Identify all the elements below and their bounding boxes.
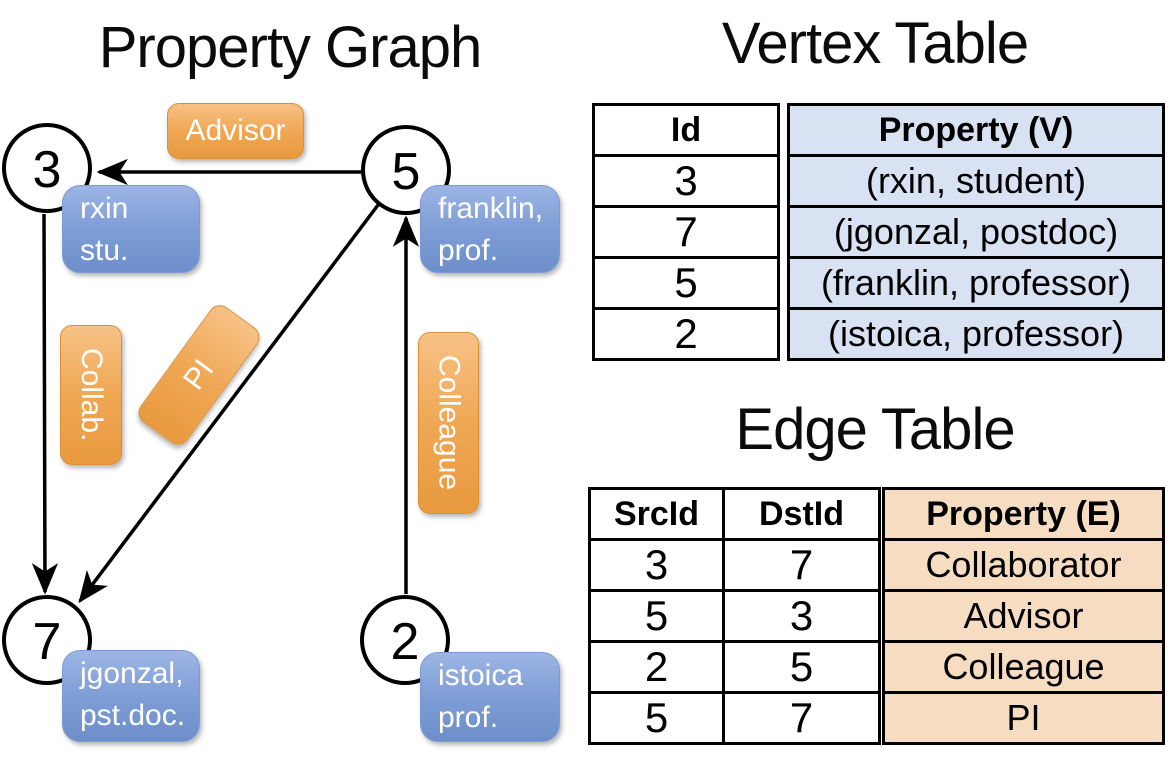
vertex-id-2: 2	[391, 613, 420, 671]
table-row: (istoica, professor)	[787, 307, 1165, 361]
vertex-property-line: stu.	[80, 234, 129, 267]
vertex-table-id-column: Id 3 7 5 2	[592, 103, 780, 361]
table-row: 5	[592, 256, 780, 310]
edge-table-header-srcid: SrcId	[588, 487, 725, 541]
vertex-property-line: jgonzal,	[80, 657, 184, 690]
vertex-table-header-property: Property (V)	[787, 103, 1165, 157]
vertex-id-cell: 7	[592, 205, 780, 259]
edge-srcid-cell: 5	[588, 589, 725, 643]
vertex-property-line: franklin,	[438, 192, 544, 225]
vertex-table-title: Vertex Table	[721, 11, 1029, 76]
vertex-property-cell: (franklin, professor)	[787, 256, 1165, 310]
edge-dstid-cell: 5	[722, 640, 881, 694]
edge-srcid-cell: 5	[588, 691, 725, 745]
property-graph-panel: 3 5 7 2 Advisor Collab. PI Colleague rxi…	[0, 0, 580, 760]
edge-property-cell: Advisor	[882, 589, 1165, 643]
vertex-id-cell: 3	[592, 154, 780, 208]
edge-label-pi-text: PI	[176, 353, 221, 396]
edge-table-title: Edge Table	[735, 397, 1015, 462]
vertex-table-header-id: Id	[592, 103, 780, 157]
table-row: Advisor	[882, 589, 1165, 643]
vertex-id-cell: 5	[592, 256, 780, 310]
edge-table-id-columns: SrcId DstId 3 7 5 3 2 5 5 7	[588, 487, 881, 745]
vertex-property-line: rxin	[80, 192, 129, 225]
table-row: PI	[882, 691, 1165, 745]
table-row: 3	[592, 154, 780, 208]
vertex-property-box-3: rxin stu.	[62, 185, 200, 273]
edge-3-to-7-arrow	[31, 213, 59, 595]
vertex-property-line: prof.	[438, 234, 499, 267]
table-row: Colleague	[882, 640, 1165, 694]
table-row: Collaborator	[882, 538, 1165, 592]
edge-label-advisor-text: Advisor	[185, 114, 286, 147]
table-row: 7	[592, 205, 780, 259]
vertex-id-cell: 2	[592, 307, 780, 361]
edge-property-cell: Collaborator	[882, 538, 1165, 592]
edge-srcid-cell: 2	[588, 640, 725, 694]
vertex-property-box-2: istoica prof.	[420, 652, 560, 742]
vertex-id-3: 3	[33, 141, 62, 199]
edge-label-collab: Collab.	[60, 325, 122, 465]
property-graph-title: Property Graph	[98, 15, 483, 80]
table-row: (rxin, student)	[787, 154, 1165, 208]
table-row: 5 7	[588, 691, 881, 745]
vertex-property-box-7: jgonzal, pst.doc.	[62, 650, 200, 742]
edge-label-advisor: Advisor	[167, 103, 304, 159]
edge-label-collab-text: Collab.	[75, 348, 108, 442]
table-row: 3 7	[588, 538, 881, 592]
edge-table-property-column: Property (E) Collaborator Advisor Collea…	[882, 487, 1165, 745]
vertex-property-line: istoica	[438, 659, 524, 692]
table-row: 2	[592, 307, 780, 361]
vertex-property-line: pst.doc.	[80, 699, 186, 732]
vertex-id-5: 5	[392, 143, 421, 201]
vertex-id-7: 7	[33, 613, 62, 671]
table-row: 5 3	[588, 589, 881, 643]
edge-dstid-cell: 3	[722, 589, 881, 643]
table-row: 2 5	[588, 640, 881, 694]
edge-table-header-property: Property (E)	[882, 487, 1165, 541]
vertex-property-line: prof.	[438, 701, 499, 734]
edge-dstid-cell: 7	[722, 691, 881, 745]
edge-dstid-cell: 7	[722, 538, 881, 592]
vertex-table-property-column: Property (V) (rxin, student) (jgonzal, p…	[787, 103, 1165, 361]
table-row: (jgonzal, postdoc)	[787, 205, 1165, 259]
table-row: (franklin, professor)	[787, 256, 1165, 310]
edge-table-header-dstid: DstId	[722, 487, 881, 541]
edge-5-to-7-arrow	[78, 203, 380, 604]
edge-property-cell: PI	[882, 691, 1165, 745]
edge-property-cell: Colleague	[882, 640, 1165, 694]
edge-label-colleague: Colleague	[418, 332, 479, 514]
vertex-property-cell: (istoica, professor)	[787, 307, 1165, 361]
edge-label-colleague-text: Colleague	[432, 355, 466, 491]
vertex-property-box-5: franklin, prof.	[420, 185, 560, 273]
vertex-property-cell: (jgonzal, postdoc)	[787, 205, 1165, 259]
vertex-property-cell: (rxin, student)	[787, 154, 1165, 208]
edge-srcid-cell: 3	[588, 538, 725, 592]
